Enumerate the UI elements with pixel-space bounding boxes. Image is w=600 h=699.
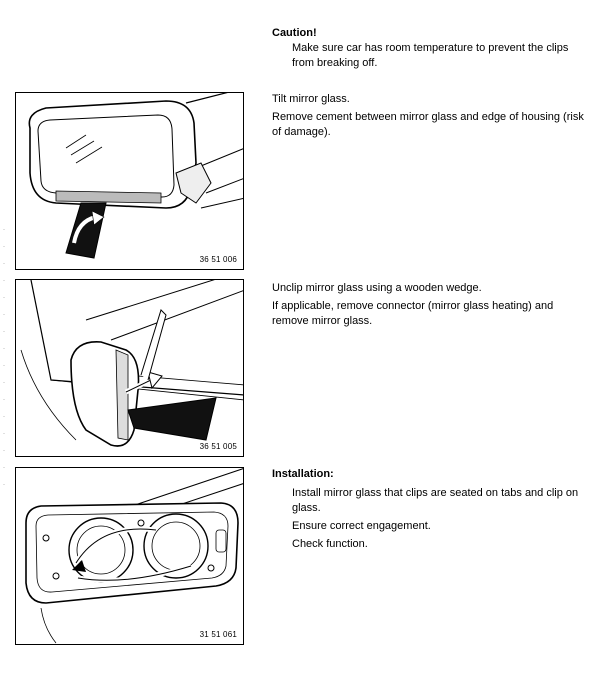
figure-code: 36 51 005: [199, 442, 237, 451]
margin-dots: ················: [3, 227, 5, 488]
figure-code: 36 51 006: [199, 255, 237, 264]
figure-unclip-mirror: 36 51 005: [15, 279, 244, 457]
step-tilt-line-1: Tilt mirror glass.: [272, 93, 350, 105]
installation-section: Installation: Install mirror glass that …: [272, 467, 592, 552]
step-tilt-section: Tilt mirror glass. Remove cement between…: [272, 92, 592, 140]
caution-section: Caution! Make sure car has room temperat…: [272, 26, 592, 71]
caution-text: Make sure car has room temperature to pr…: [292, 42, 569, 69]
step-tilt-line-2: Remove cement between mirror glass and e…: [272, 111, 584, 138]
tilt-mirror-illustration: [28, 93, 243, 259]
step-unclip-line-2: If applicable, remove connector (mirror …: [272, 300, 554, 327]
figure-tilt-mirror: 36 51 006: [15, 92, 244, 270]
step-unclip-line-1: Unclip mirror glass using a wooden wedge…: [272, 282, 482, 294]
installation-line-1: Install mirror glass that clips are seat…: [292, 487, 579, 514]
figure-code: 31 51 061: [199, 630, 237, 639]
figure-mirror-clips: 31 51 061: [15, 467, 244, 645]
step-unclip-section: Unclip mirror glass using a wooden wedge…: [272, 281, 592, 329]
mirror-clips-illustration: [25, 468, 243, 644]
installation-line-3: Check function.: [292, 538, 368, 550]
installation-line-2: Ensure correct engagement.: [292, 520, 431, 532]
unclip-mirror-illustration: [20, 280, 243, 447]
caution-heading: Caution!: [272, 27, 317, 39]
installation-heading: Installation:: [272, 468, 334, 480]
